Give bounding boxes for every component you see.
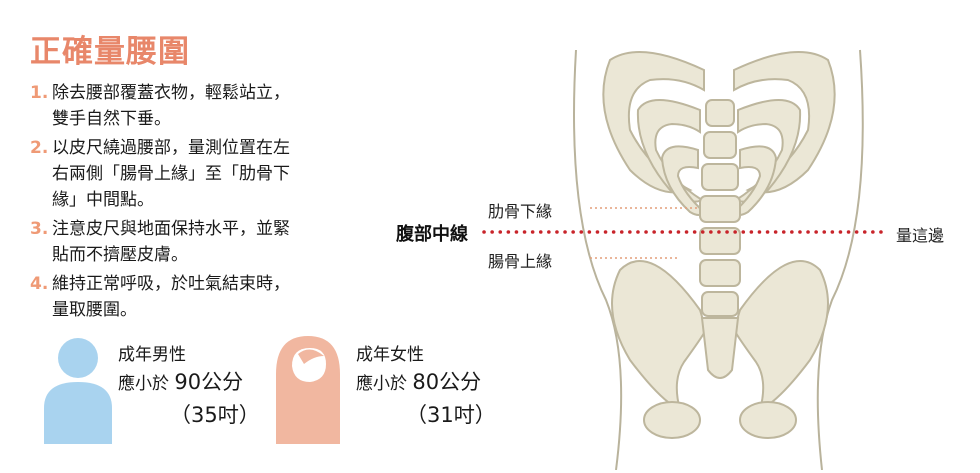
step-number: 2. [30, 138, 49, 158]
pelvis-top-label: 腸骨上緣 [488, 252, 553, 271]
pubis-right [739, 401, 797, 439]
female-inch: （31吋） [406, 403, 496, 427]
male-threshold-value: 90公分 [174, 370, 244, 394]
step-number: 4. [30, 274, 49, 294]
vertebra [699, 227, 741, 255]
step-item: 3. 注意皮尺與地面保持水平，並緊 貼而不擠壓皮膚。 [30, 216, 360, 268]
female-threshold: 應小於 80公分 [356, 370, 481, 396]
rib-bottom-label: 肋骨下緣 [488, 202, 553, 221]
vertebra [703, 131, 737, 159]
step-line: 除去腰部覆蓋衣物，輕鬆站立， [52, 83, 290, 103]
step-line: 貼而不擠壓皮膚。 [52, 245, 188, 265]
male-threshold: 應小於 90公分 [118, 370, 243, 396]
female-label: 成年女性 [356, 345, 424, 365]
step-line: 量取腰圍。 [52, 300, 137, 320]
page-title: 正確量腰圍 [30, 34, 190, 70]
step-line: 雙手自然下垂。 [52, 109, 171, 129]
female-threshold-value: 80公分 [412, 370, 482, 394]
vertebra [701, 163, 739, 191]
vertebra [699, 259, 741, 287]
pelvis-right [732, 260, 829, 412]
step-item: 1. 除去腰部覆蓋衣物，輕鬆站立， 雙手自然下垂。 [30, 80, 360, 132]
step-item: 2. 以皮尺繞過腰部，量測位置在左 右兩側「腸骨上緣」至「肋骨下 緣」中間點。 [30, 135, 360, 213]
waist-measure-line [482, 230, 888, 234]
male-figure-icon [44, 338, 112, 444]
step-line: 右兩側「腸骨上緣」至「肋骨下 [52, 164, 290, 184]
vertebra [705, 99, 735, 127]
pubis-left [643, 401, 701, 439]
step-text: 注意皮尺與地面保持水平，並緊 貼而不擠壓皮膚。 [52, 216, 360, 268]
male-threshold-prefix: 應小於 [118, 374, 169, 394]
body-outline-right [816, 49, 864, 470]
vertebra [699, 195, 741, 223]
step-line: 注意皮尺與地面保持水平，並緊 [52, 219, 290, 239]
body-outline-left [573, 49, 623, 470]
step-line: 緣」中間點。 [52, 190, 154, 210]
vertebra [701, 291, 739, 317]
female-figure-icon [276, 336, 340, 444]
pelvis-left [611, 260, 708, 412]
step-number: 1. [30, 83, 49, 103]
step-item: 4. 維持正常呼吸，於吐氣結束時， 量取腰圍。 [30, 271, 360, 323]
step-line: 維持正常呼吸，於吐氣結束時， [52, 274, 290, 294]
waist-midline-label: 腹部中線 [396, 224, 468, 245]
male-inch: （35吋） [170, 403, 260, 427]
step-text: 除去腰部覆蓋衣物，輕鬆站立， 雙手自然下垂。 [52, 80, 360, 132]
step-text: 以皮尺繞過腰部，量測位置在左 右兩側「腸骨上緣」至「肋骨下 緣」中間點。 [52, 135, 360, 213]
skeleton-illustration [573, 49, 864, 470]
measure-here-label: 量這邊 [896, 226, 945, 245]
rib-left-3 [660, 145, 706, 216]
step-line: 以皮尺繞過腰部，量測位置在左 [52, 138, 290, 158]
step-number: 3. [30, 219, 49, 239]
male-label: 成年男性 [118, 345, 186, 365]
female-threshold-prefix: 應小於 [356, 374, 407, 394]
step-text: 維持正常呼吸，於吐氣結束時， 量取腰圍。 [52, 271, 360, 323]
instruction-list: 1. 除去腰部覆蓋衣物，輕鬆站立， 雙手自然下垂。 2. 以皮尺繞過腰部，量測位… [30, 80, 360, 326]
sacrum [700, 317, 740, 379]
